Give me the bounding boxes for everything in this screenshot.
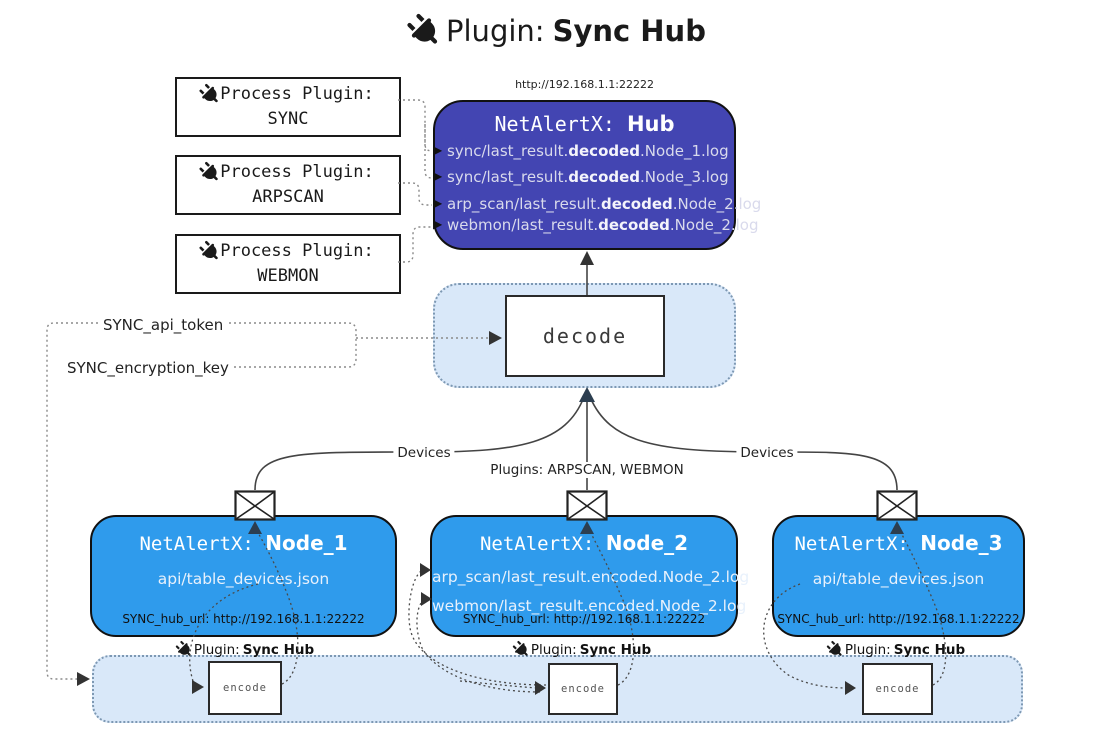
plug-icon [174,639,195,660]
envelope-icon [566,490,608,521]
node-content-line: api/table_devices.json [812,570,985,588]
encode-box: encode [548,663,618,715]
encode-box: encode [208,661,282,715]
sync-encryption-key-label: SYNC_encryption_key [64,359,232,377]
node-title: NetAlertX: Node_1 [139,531,348,555]
process-plugin-label: Process Plugin: [220,84,374,105]
sync-api-token-label: SYNC_api_token [100,316,227,334]
node-box-node-3: NetAlertX: Node_3 api/table_devices.json… [772,515,1025,637]
node-box-node-2: NetAlertX: Node_2 arp_scan/last_result.e… [430,515,750,637]
process-plugin-box-webmon: Process Plugin: WEBMON [175,234,401,294]
envelope-icon [234,490,276,521]
encode-plugin-label: Plugin:Sync Hub [515,641,651,658]
page-title: Plugin: Sync Hub [0,14,1117,48]
process-plugin-label: Process Plugin: [220,241,374,262]
process-plugin-box-arpscan: Process Plugin: ARPSCAN [175,155,401,215]
plug-icon [511,639,532,660]
node-content: api/table_devices.json [774,565,1023,594]
decode-box: decode [505,295,665,377]
node-content-line: arp_scan/last_result.encoded.Node_2.log [432,568,750,586]
node-hub-url: SYNC_hub_url: http://192.168.1.1:22222 [122,612,365,626]
encode-box: encode [862,663,933,715]
encode-plugin-label: Plugin:Sync Hub [829,641,965,658]
title-name: Sync Hub [552,14,706,48]
process-plugin-name: SYNC [267,109,309,129]
node-title: NetAlertX: Node_2 [479,531,689,555]
decode-label: decode [542,324,628,348]
edge-label-devices-left: Devices [393,445,455,461]
hub-log-line: ▶sync/last_result.decoded.Node_1.log [433,142,729,160]
process-plugin-box-sync: Process Plugin: SYNC [175,77,401,137]
node-hub-url: SYNC_hub_url: http://192.168.1.1:22222 [462,612,706,626]
hub-log-line: ▶arp_scan/last_result.decoded.Node_2.log [433,195,762,213]
envelope-icon [876,490,918,521]
edge-label-plugins: Plugins: ARPSCAN, WEBMON [486,462,688,478]
node-content-line: api/table_devices.json [157,570,330,588]
process-plugin-label: Process Plugin: [220,162,374,183]
plug-icon [403,9,446,52]
process-plugin-name: WEBMON [257,266,319,286]
hub-url-label: http://192.168.1.1:22222 [515,78,654,91]
node-title: NetAlertX: Node_3 [794,531,1003,555]
title-prefix: Plugin: [446,14,545,48]
encode-plugin-label: Plugin:Sync Hub [178,641,314,658]
hub-log-line: ▶webmon/last_result.decoded.Node_2.log [433,216,759,234]
hub-log-line: ▶sync/last_result.decoded.Node_3.log [433,168,729,186]
node-content: api/table_devices.json [92,565,395,594]
hub-title: NetAlertX: Hub [494,112,675,136]
process-plugin-name: ARPSCAN [252,187,324,207]
node-box-node-1: NetAlertX: Node_1 api/table_devices.json… [90,515,397,637]
edge-label-devices-right: Devices [736,445,798,461]
hub-box: NetAlertX: Hub ▶sync/last_result.decoded… [433,100,761,250]
node-hub-url: SYNC_hub_url: http://192.168.1.1:22222 [777,612,1020,626]
plug-icon [825,639,846,660]
